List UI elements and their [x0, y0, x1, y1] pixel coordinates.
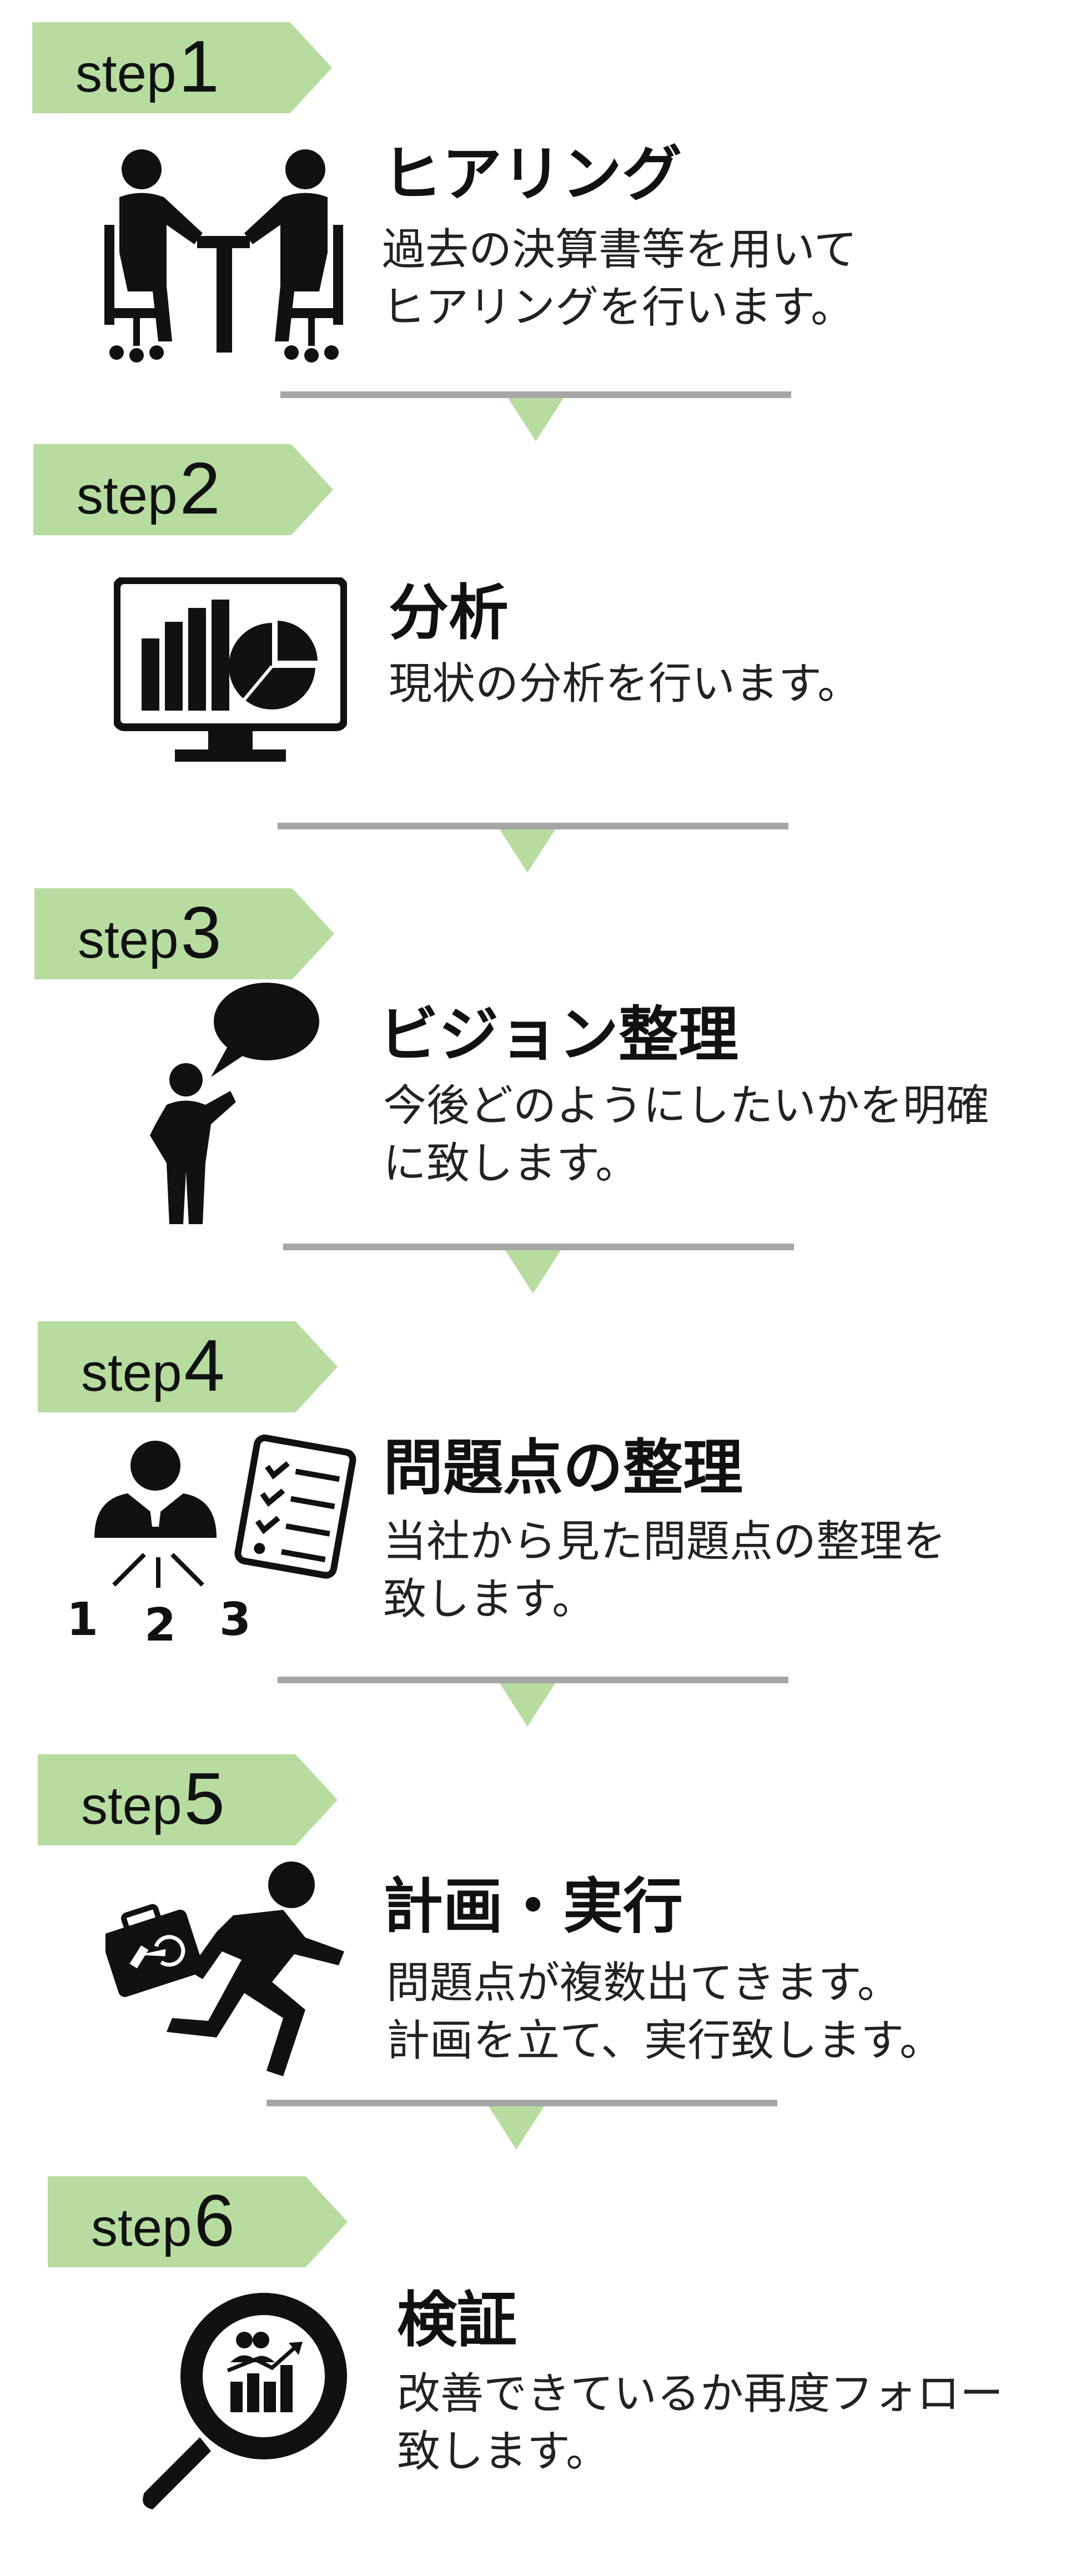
divider — [280, 391, 791, 398]
step-description: 現状の分析を行います。 — [389, 659, 861, 709]
down-arrow-icon — [500, 1683, 555, 1727]
down-arrow-icon — [500, 829, 555, 873]
step-5-badge: step5 — [38, 1754, 338, 1845]
step-2-badge: step2 — [33, 444, 333, 535]
icon-label-1: 1 — [67, 1593, 99, 1646]
step-description: 当社から見た問題点の整理を 致します。 — [383, 1517, 947, 1624]
divider — [283, 1244, 794, 1250]
step-title: 分析 — [389, 578, 509, 648]
step-description: 過去の決算書等を用いて ヒアリングを行います。 — [382, 225, 857, 333]
step-6: step6 検証 改善できているか再度フォロー 致します。 — [0, 2154, 1066, 2576]
step-title: 問題点の整理 — [383, 1433, 743, 1503]
step-prefix: step — [76, 44, 177, 103]
meeting-icon — [104, 149, 343, 363]
step-description: 問題点が複数出てきます。 計画を立て、実行致します。 — [386, 1958, 943, 2066]
step-number: 2 — [179, 447, 220, 529]
step-prefix: step — [78, 910, 179, 969]
step-prefix: step — [81, 1776, 182, 1835]
running-businessman-icon — [105, 1861, 344, 2076]
step-title: 計画・実行 — [383, 1872, 683, 1941]
step-number: 1 — [178, 26, 219, 107]
down-arrow-icon — [505, 1250, 561, 1294]
step-description: 今後どのようにしたいかを明確 に致します。 — [383, 1081, 990, 1189]
icon-label-3: 3 — [219, 1593, 252, 1646]
divider — [278, 823, 788, 829]
step-prefix: step — [81, 1343, 182, 1402]
step-number: 4 — [184, 1325, 225, 1406]
divider — [266, 2100, 777, 2106]
step-title: ビジョン整理 — [379, 1000, 739, 1070]
step-1-badge: step1 — [32, 22, 332, 113]
checklist-person-icon: 1 2 3 — [61, 1421, 361, 1652]
step-3: step3 ビジョン整理 今後どのようにしたいかを明確 に致します。 — [0, 866, 1066, 1294]
step-2: step2 分析 現状の分析を行います。 — [0, 422, 1066, 873]
step-prefix: step — [77, 466, 178, 525]
step-1: step1 ヒアリング 過去の決算書等を用いて ヒアリングを行います。 — [0, 0, 1066, 441]
step-4: step4 — [0, 1299, 1066, 1727]
step-title: ヒアリング — [382, 140, 682, 209]
step-6-badge: step6 — [48, 2176, 348, 2267]
magnifier-chart-icon — [143, 2293, 347, 2509]
step-3-badge: step3 — [34, 888, 334, 979]
step-5: step5 計画・実行 問題点が複数出てきます。 計画を立て、実行致します。 — [0, 1732, 1066, 2154]
step-number: 6 — [194, 2180, 235, 2261]
analysis-monitor-icon — [114, 577, 347, 762]
down-arrow-icon — [508, 398, 564, 441]
thinking-person-icon — [150, 983, 319, 1224]
step-description: 改善できているか再度フォロー 致します。 — [397, 2369, 1004, 2477]
icon-label-2: 2 — [144, 1599, 177, 1652]
divider — [278, 1677, 788, 1683]
down-arrow-icon — [489, 2106, 544, 2150]
checklist-person-graphic — [94, 1434, 356, 1588]
step-number: 3 — [180, 892, 222, 973]
step-4-badge: step4 — [38, 1321, 338, 1412]
step-title: 検証 — [397, 2286, 517, 2355]
step-number: 5 — [184, 1758, 225, 1839]
step-prefix: step — [91, 2198, 192, 2257]
